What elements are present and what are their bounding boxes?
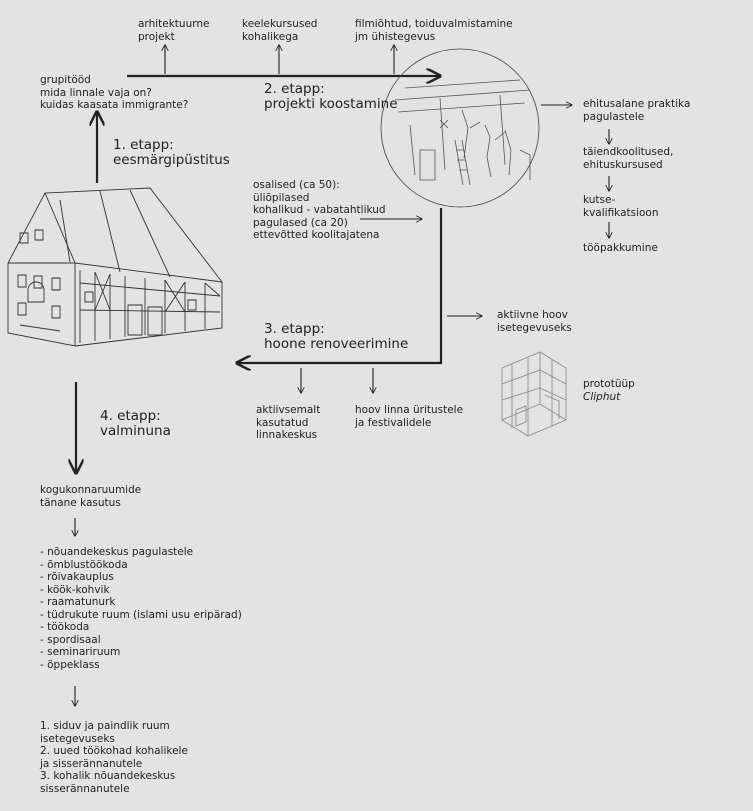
stage4-label: 4. etapp: valminuna [100,408,171,439]
community-text: kogukonnaruumide tänane kasutus [40,484,142,509]
uses-list: - nõuandekeskus pagulastele - õmblustöök… [40,546,242,671]
note-keelekursused: keelekursused kohalikega [242,18,318,43]
stage3-label: 3. etapp: hoone renoveerimine [264,321,409,352]
workshop-circle-sketch [380,48,540,208]
active-center-text: aktiivsemalt kasutatud linnakeskus [256,404,321,441]
cliphut-prototype-sketch [501,351,567,437]
stage3-path [237,208,443,363]
stage1-label: 1. etapp: eesmärgipüstitus [113,137,230,168]
chain-koolitused: täiendkoolitused, ehituskursused [583,146,674,171]
barn-house-sketch [7,187,223,347]
note-filmiohtud: filmiõhtud, toiduvalmistamine jm ühisteg… [355,18,513,43]
prototype-name: Cliphut [583,390,621,403]
chain-praktika: ehitusalane praktika pagulastele [583,98,691,123]
note-arhitektuurne-projekt: arhitektuurne projekt [138,18,210,43]
note-grupitood: grupitööd mida linnale vaja on? kuidas k… [40,74,189,111]
chain-toopakkumine: tööpakkumine [583,242,658,254]
yard-text: aktiivne hoov isetegevuseks [497,309,572,334]
outcomes-list: 1. siduv ja paindlik ruum isetegevuseks … [40,720,188,795]
yard-events-text: hoov linna üritustele ja festivalidele [355,404,464,429]
stage2-label: 2. etapp: projekti koostamine [264,81,398,112]
prototype-text: prototüüp Cliphut [583,378,635,403]
chain-kvalifikatsioon: kutse- kvalifikatsioon [583,194,659,219]
participants-text: osalised (ca 50): üliõpilased kohalikud … [253,179,386,241]
